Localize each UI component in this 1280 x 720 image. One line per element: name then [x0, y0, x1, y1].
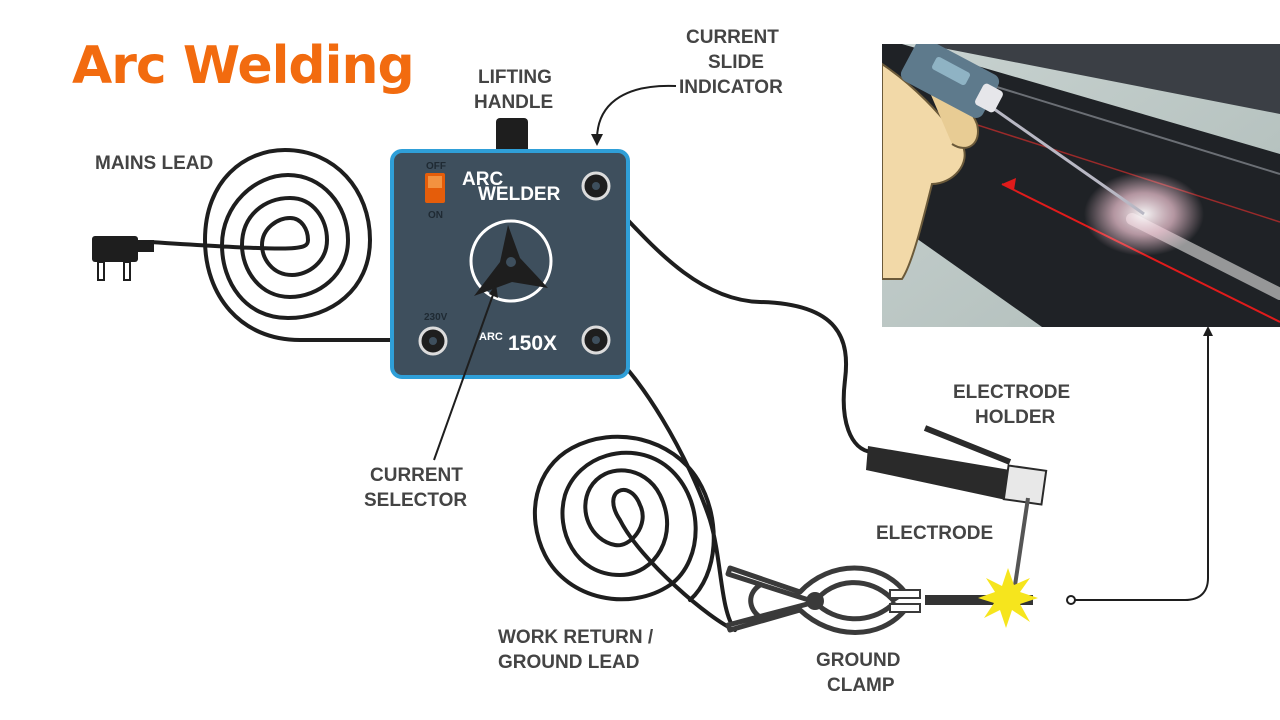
mains-plug	[92, 236, 154, 281]
page-title: Arc Welding	[72, 36, 415, 96]
label-electrode: ELECTRODE	[876, 523, 993, 544]
model-name: 150X	[508, 332, 557, 355]
arc-spark	[978, 568, 1038, 628]
label-slide-indicator-2: SLIDE	[708, 52, 764, 73]
welder-unit: OFF ON ARC WELDER 230V ARC 150X	[390, 118, 630, 379]
electrode-cable	[595, 186, 874, 454]
current-selector-arrow	[433, 291, 495, 461]
switch-on-label: ON	[428, 210, 443, 221]
workpiece	[925, 595, 1033, 605]
label-lifting-handle-1: LIFTING	[478, 67, 552, 88]
electrode-rod	[1012, 497, 1030, 593]
switch-off-label: OFF	[426, 161, 446, 172]
slide-indicator-arrow	[596, 84, 677, 139]
brand-top: ARC	[462, 169, 503, 190]
label-mains-lead: MAINS LEAD	[95, 153, 213, 174]
label-electrode-holder-1: ELECTRODE	[953, 382, 1070, 403]
clamp-pivot	[806, 592, 824, 610]
label-slide-indicator-3: INDICATOR	[679, 77, 783, 98]
label-lifting-handle-2: HANDLE	[474, 92, 553, 113]
label-ground-clamp-2: CLAMP	[827, 675, 895, 696]
brand-name: WELDER	[478, 184, 561, 205]
electrode-holder	[866, 425, 1048, 593]
welding-closeup-image	[882, 44, 1280, 327]
model-prefix: ARC	[479, 331, 503, 343]
mains-lead	[148, 147, 422, 342]
current-dial	[469, 219, 553, 303]
label-ground-clamp-1: GROUND	[816, 650, 900, 671]
label-work-return-2: GROUND LEAD	[498, 652, 639, 673]
photo-connector-line	[1075, 334, 1209, 601]
voltage-label: 230V	[424, 312, 448, 323]
label-current-selector-1: CURRENT	[370, 465, 463, 486]
label-electrode-holder-2: HOLDER	[975, 407, 1056, 428]
work-return-lead	[532, 338, 737, 632]
label-work-return-1: WORK RETURN /	[498, 627, 654, 648]
label-slide-indicator-1: CURRENT	[686, 27, 779, 48]
label-current-selector-2: SELECTOR	[364, 490, 467, 511]
connector-dot	[1066, 595, 1076, 605]
